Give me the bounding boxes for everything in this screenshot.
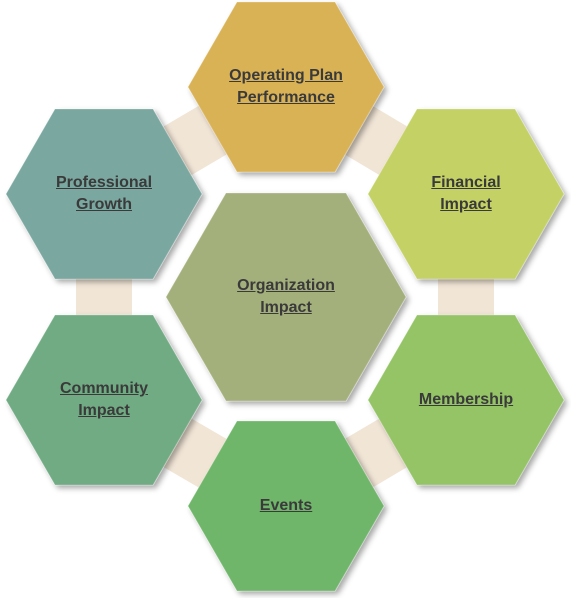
professional-growth-label[interactable]: Professional Growth [55,174,153,213]
community-impact-label[interactable]: Community Impact [60,380,148,419]
hexagons [5,1,565,592]
membership-label[interactable]: Membership [418,391,514,408]
financial-impact-label[interactable]: Financial Impact [431,174,501,213]
community-impact-hex[interactable] [5,314,203,486]
professional-growth-hex[interactable] [5,108,203,280]
financial-impact-hex[interactable] [367,108,565,280]
operating-plan-label[interactable]: Operating Plan Performance [229,67,343,106]
center-hex-label[interactable]: Organization Impact [237,277,335,316]
events-hex[interactable] [187,420,385,592]
center-hex[interactable] [165,192,407,402]
operating-plan-hex[interactable] [187,1,385,173]
events-label[interactable]: Events [259,497,313,514]
membership-hex[interactable] [367,314,565,486]
